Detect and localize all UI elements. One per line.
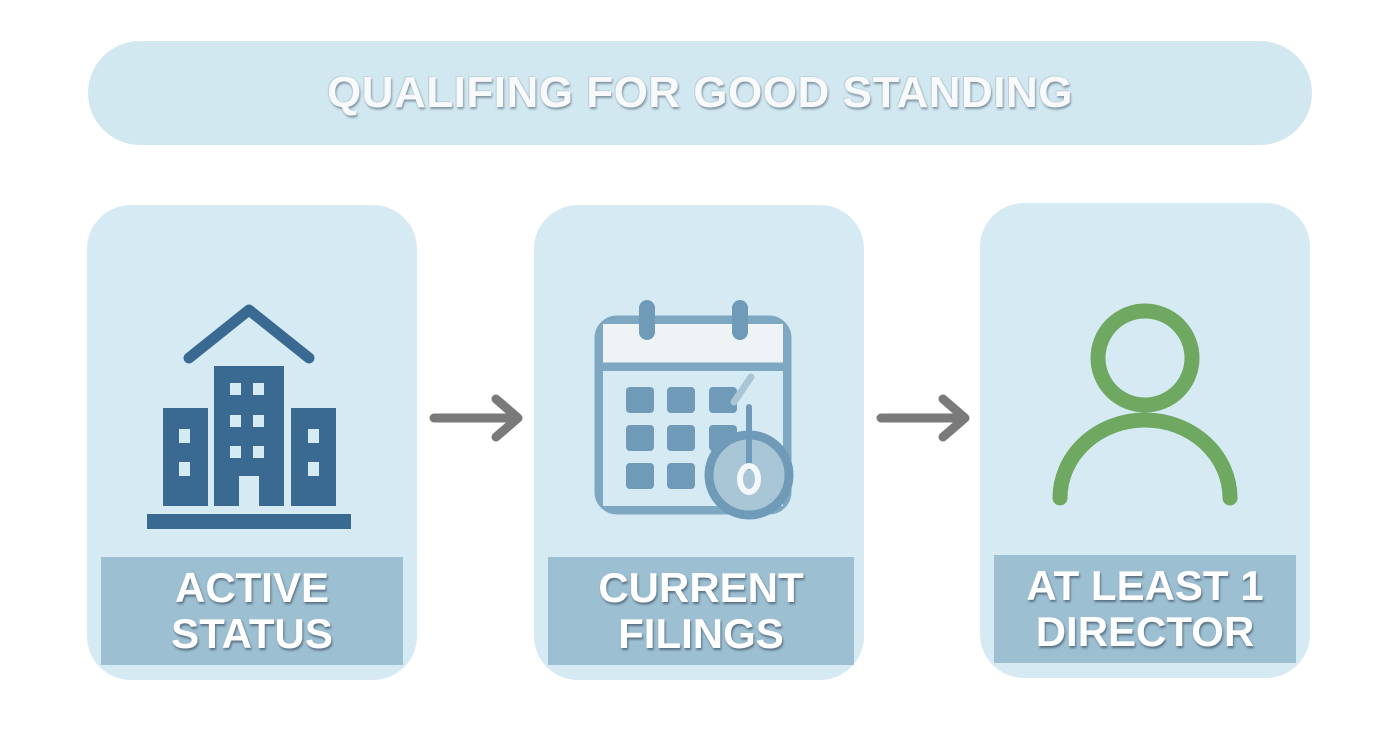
calendar-clock-icon (594, 300, 794, 520)
step-label-active-status: ACTIVE STATUS (101, 557, 403, 665)
step-card-current-filings: CURRENT FILINGS (534, 205, 864, 680)
step-card-at-least-1-director: AT LEAST 1 DIRECTOR (980, 203, 1310, 678)
diagram-title: QUALIFING FOR GOOD STANDING (327, 68, 1073, 117)
step-label-at-least-1-director: AT LEAST 1 DIRECTOR (994, 555, 1296, 663)
building-icon (147, 304, 351, 529)
step-card-active-status: ACTIVE STATUS (87, 205, 417, 680)
arrow-right-icon (876, 394, 970, 442)
arrow-right-icon (429, 394, 523, 442)
title-banner: QUALIFING FOR GOOD STANDING (88, 41, 1312, 145)
person-icon (1052, 303, 1238, 506)
step-label-current-filings: CURRENT FILINGS (548, 557, 854, 665)
